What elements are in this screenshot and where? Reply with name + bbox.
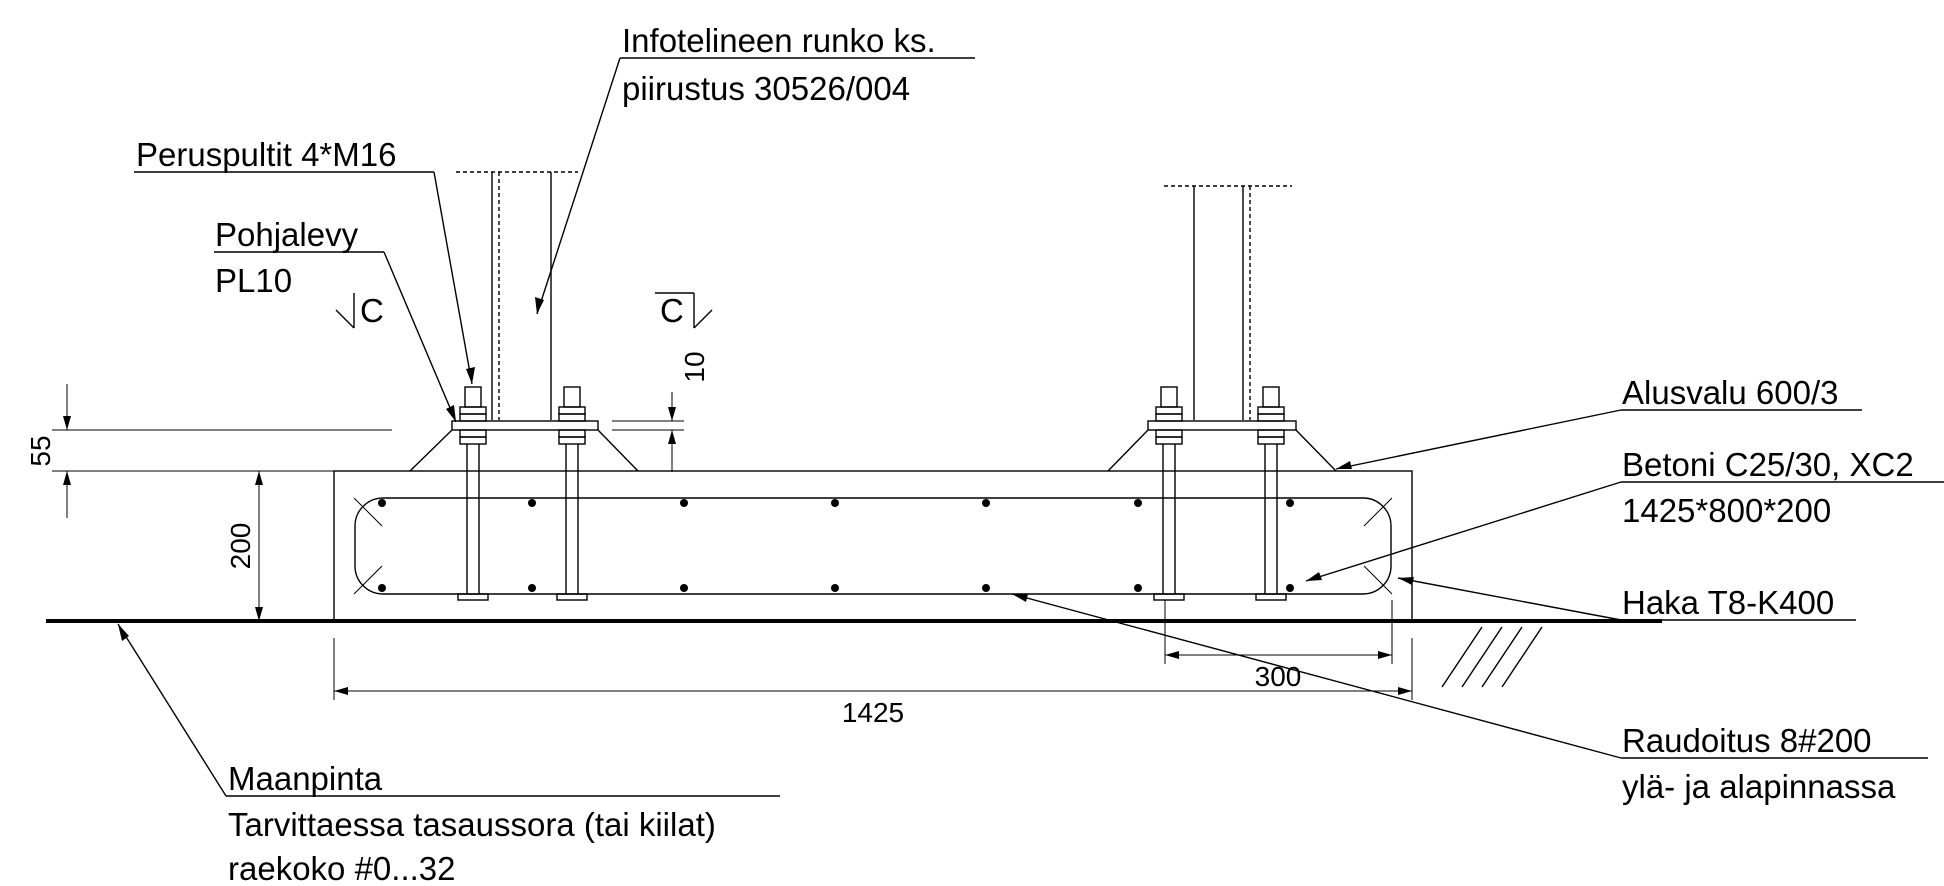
rebar-bar: [378, 499, 386, 507]
dim-slab-height: 200: [225, 471, 263, 621]
right-base-plate: [1107, 420, 1337, 472]
callout-betoni: Betoni C25/30, XC2 1425*800*200: [1305, 446, 1944, 582]
label-peruspultit: Peruspultit 4*M16: [136, 136, 396, 173]
dim-grout-height: 55: [25, 384, 392, 518]
label-maanpinta-2: Tarvittaessa tasaussora (tai kiilat): [228, 806, 716, 843]
label-maanpinta-3: raekoko #0...32: [228, 850, 456, 886]
label-maanpinta-1: Maanpinta: [228, 760, 383, 797]
rebar-bar: [680, 584, 688, 592]
concrete-slab: [333, 470, 1413, 622]
callout-pohjalevy: Pohjalevy PL10: [214, 216, 457, 423]
label-haka: Haka T8-K400: [1622, 584, 1834, 621]
left-column: [456, 171, 578, 420]
label-pohjalevy-1: Pohjalevy: [215, 216, 359, 253]
callout-infoteline: Infotelineen runko ks. piirustus 30526/0…: [535, 22, 975, 315]
label-infoteline-2: piirustus 30526/004: [622, 70, 910, 107]
rebar-bar: [982, 584, 990, 592]
left-anchor-bolt-1: [457, 386, 489, 601]
rebar-bar: [1134, 584, 1142, 592]
dim-slab-length-label: 1425: [842, 697, 904, 728]
dim-grout-height-label: 55: [25, 435, 56, 466]
label-infoteline-1: Infotelineen runko ks.: [622, 22, 936, 59]
rebar-bar: [831, 584, 839, 592]
rebar-bar: [528, 584, 536, 592]
label-betoni-2: 1425*800*200: [1622, 492, 1831, 529]
rebar-bar: [982, 499, 990, 507]
section-marker-left: C: [335, 292, 384, 329]
label-alusvalu: Alusvalu 600/3: [1622, 374, 1838, 411]
right-anchor-bolt-1: [1153, 386, 1185, 601]
right-anchor-bolt-2: [1255, 386, 1287, 601]
section-marker-right-label: C: [660, 292, 684, 329]
rebar-hooks: [353, 497, 1393, 595]
dim-plate-thickness: 10: [612, 351, 710, 472]
section-marker-right: C: [655, 292, 713, 329]
rebar-bar: [1286, 584, 1294, 592]
rebar-bar: [378, 584, 386, 592]
callout-raudoitus: Raudoitus 8#200 ylä- ja alapinnassa: [1011, 593, 1928, 805]
label-pohjalevy-2: PL10: [215, 262, 292, 299]
rebar-bar: [1286, 499, 1294, 507]
rebar-bar: [1134, 499, 1142, 507]
left-base-plate: [409, 420, 639, 472]
section-marker-left-label: C: [360, 292, 384, 329]
callout-maanpinta: Maanpinta Tarvittaessa tasaussora (tai k…: [117, 623, 780, 886]
rebar-bar: [528, 499, 536, 507]
left-anchor-bolt-2: [556, 386, 588, 601]
rebar-bar: [831, 499, 839, 507]
ground-hatch: [1441, 626, 1543, 688]
rebar-cage: [354, 497, 1392, 595]
dim-plate-thickness-label: 10: [679, 351, 710, 382]
label-betoni-1: Betoni C25/30, XC2: [1622, 446, 1914, 483]
callout-peruspultit: Peruspultit 4*M16: [134, 136, 475, 385]
dim-slab-length: 1425: [333, 638, 1413, 728]
dim-bolt-spacing: 300: [1164, 600, 1393, 692]
label-raudoitus-1: Raudoitus 8#200: [1622, 722, 1872, 759]
dim-slab-height-label: 200: [225, 523, 256, 570]
label-raudoitus-2: ylä- ja alapinnassa: [1622, 768, 1896, 805]
callout-alusvalu: Alusvalu 600/3: [1335, 374, 1862, 470]
rebar-bars: [378, 499, 1294, 592]
callout-haka: Haka T8-K400: [1397, 577, 1856, 621]
right-column: [1164, 185, 1292, 420]
rebar-bar: [680, 499, 688, 507]
